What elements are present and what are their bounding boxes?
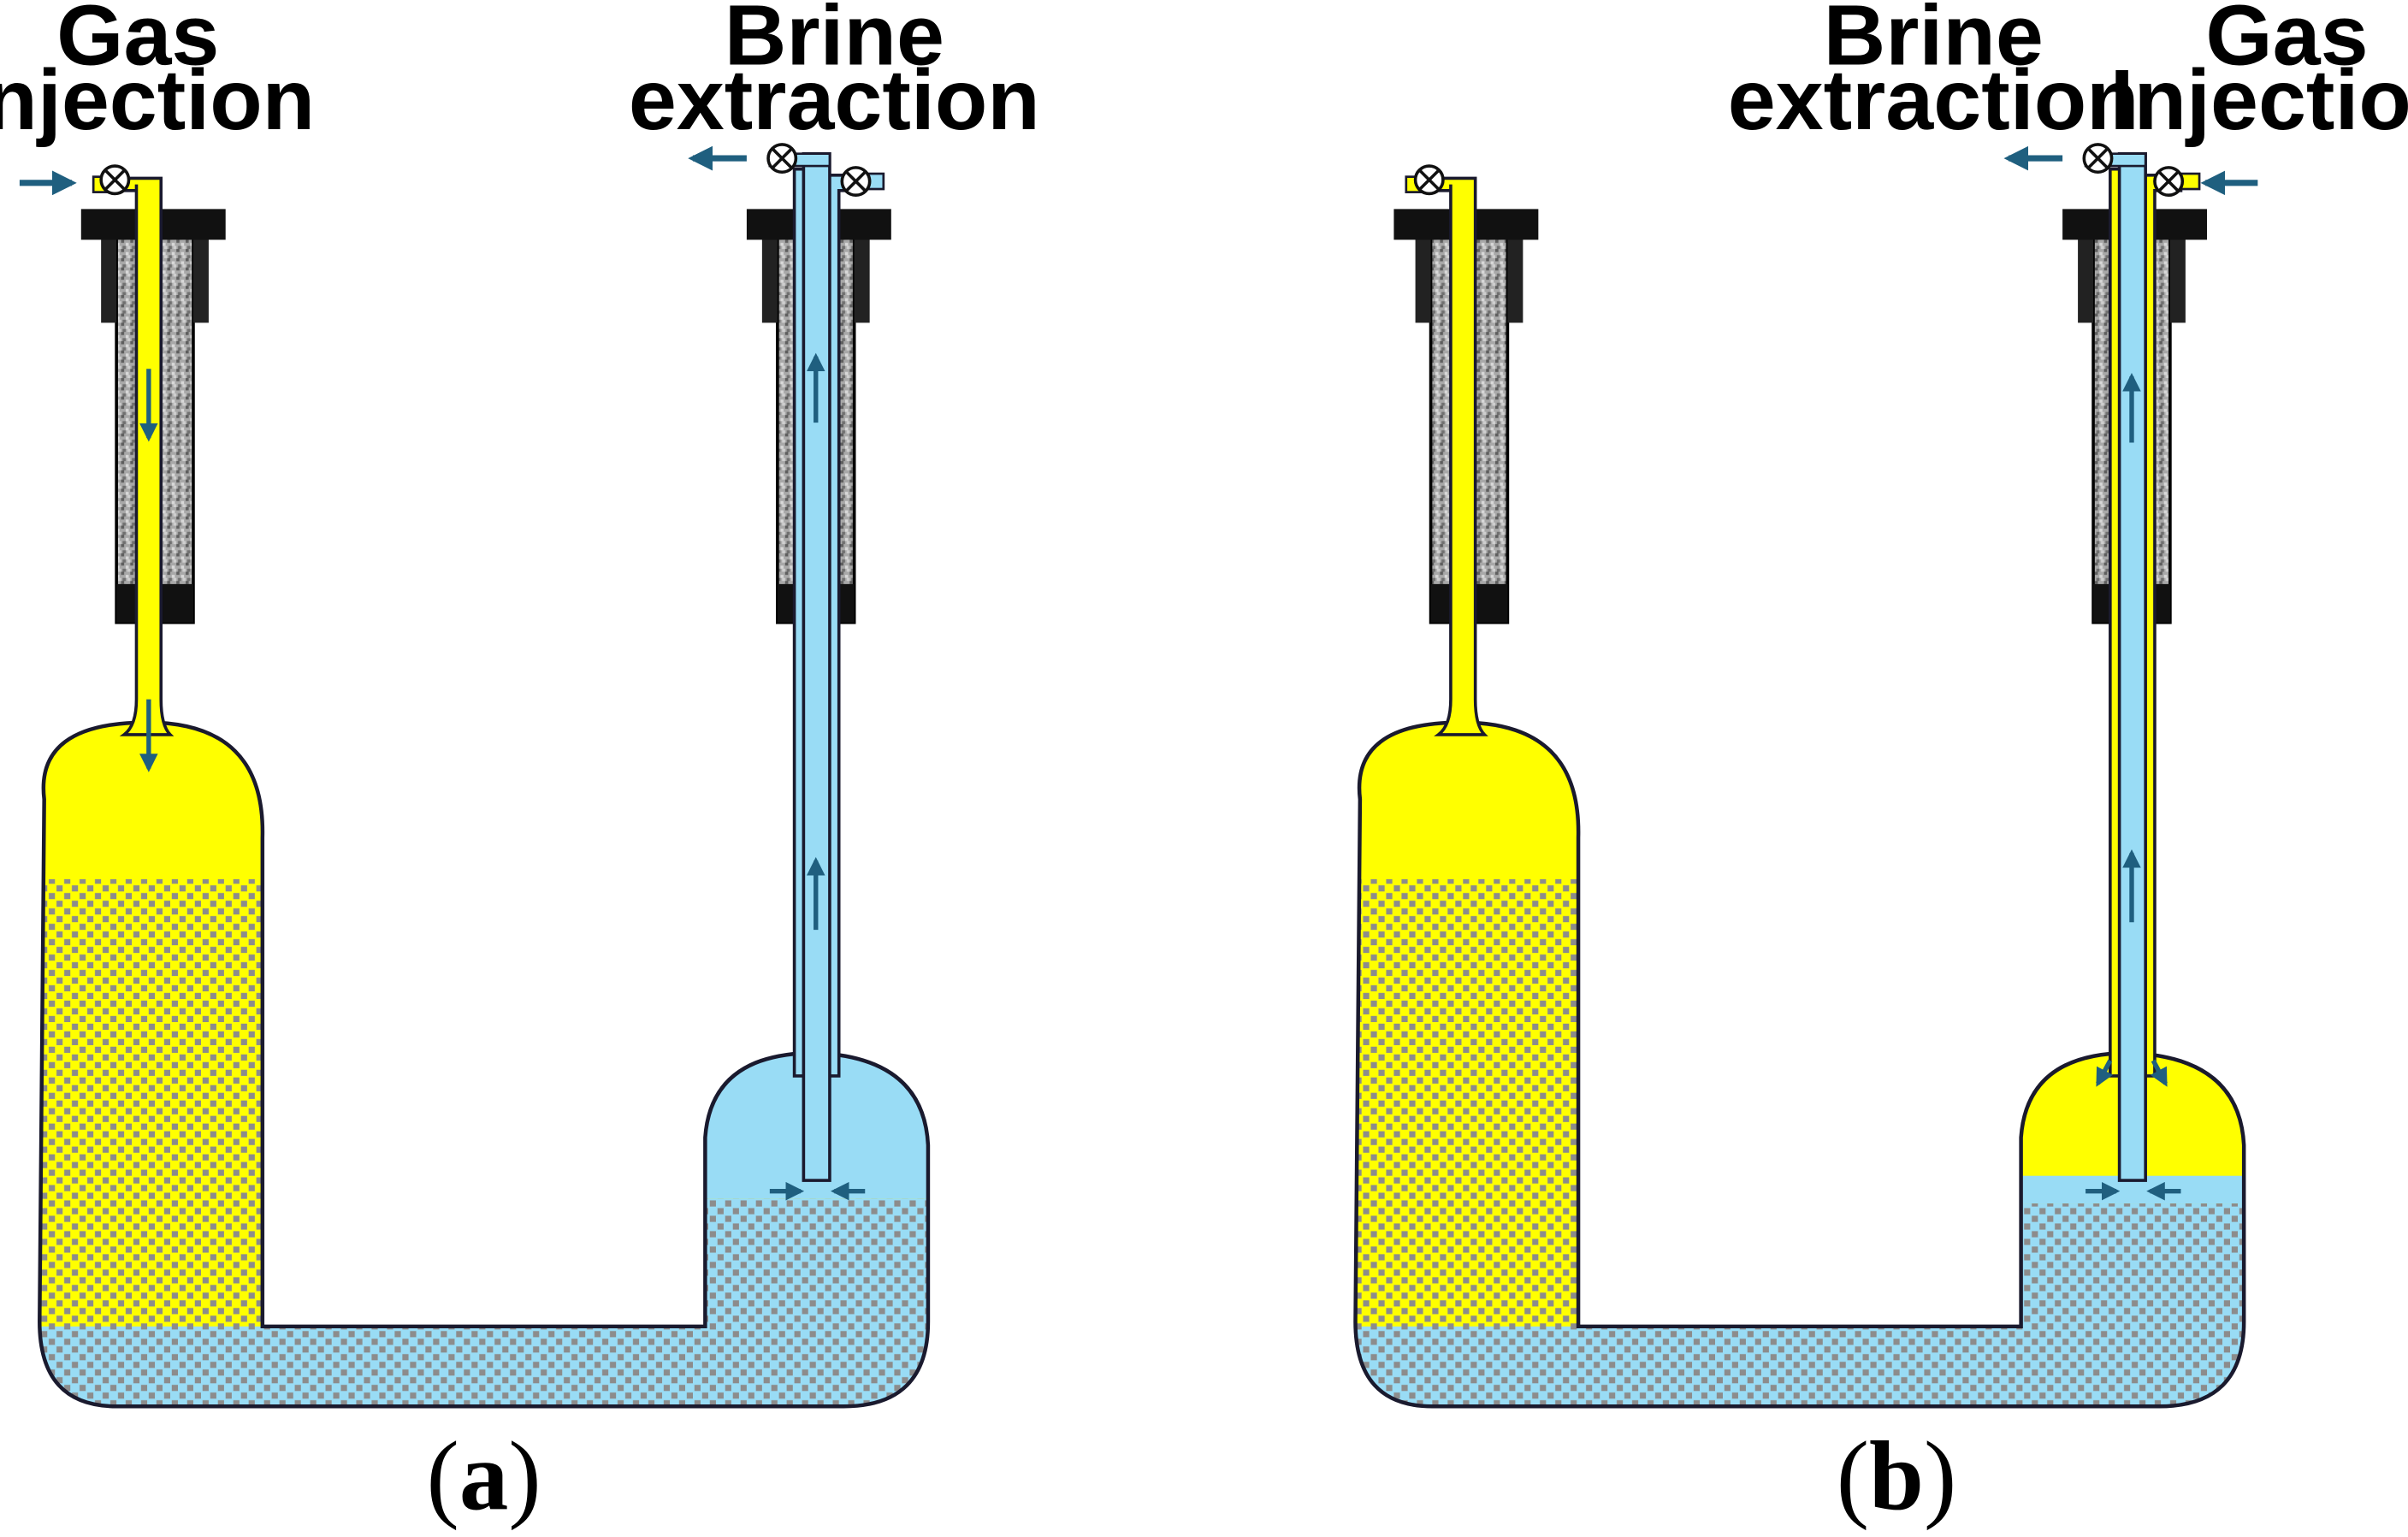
panel-b: Brine extraction Gas Injection (b): [1353, 0, 2408, 1531]
brine-extraction-label-a: Brine: [725, 0, 944, 83]
gas-injection-label-b: Gas: [2205, 0, 2368, 83]
valve-icon[interactable]: [840, 166, 872, 198]
caption-b: (b): [1837, 1422, 1957, 1531]
reservoir-b: [1355, 722, 2245, 1407]
gas-injection-well-a: [19, 164, 226, 772]
valve-icon[interactable]: [766, 143, 798, 174]
gas-injection-label-b-2: Injection: [2110, 52, 2408, 148]
valve-icon[interactable]: [2082, 143, 2114, 174]
flow-arrow-icon: [2150, 1059, 2168, 1087]
gas-injection-label-a: Gas: [56, 0, 219, 83]
brine-extraction-label-a-2: extraction: [629, 52, 1040, 148]
valve-icon[interactable]: [99, 164, 131, 196]
valve-icon[interactable]: [1413, 164, 1445, 196]
panel-a: Gas Injection Brine extraction (a): [0, 0, 1040, 1531]
gas-injection-label-a-2: Injection: [0, 52, 315, 148]
brine-extraction-well-a: [688, 143, 891, 1201]
valve-icon[interactable]: [2153, 166, 2185, 198]
flow-arrow-icon: [2096, 1059, 2114, 1087]
brine-extraction-label-b-2: extraction: [1728, 52, 2139, 148]
caption-a: (a): [427, 1422, 541, 1531]
brine-extraction-label-b: Brine: [1824, 0, 2044, 83]
idle-well-b: [1393, 164, 1539, 736]
combined-well-b: [2003, 143, 2258, 1201]
